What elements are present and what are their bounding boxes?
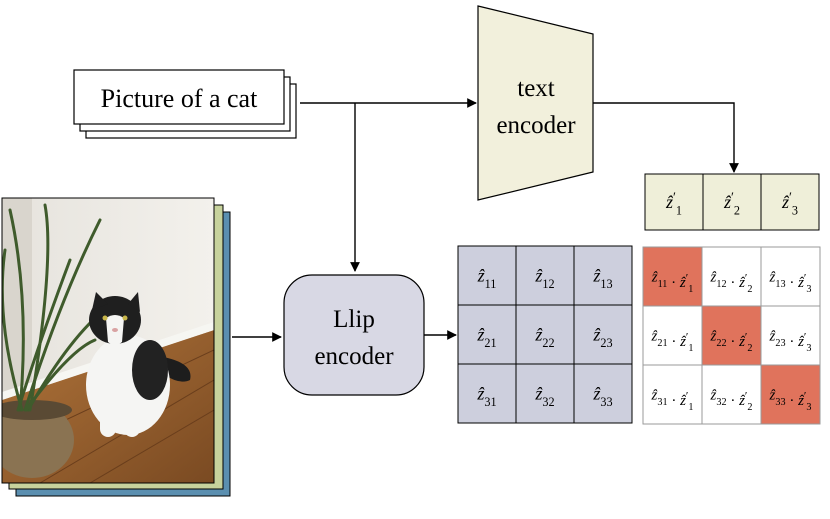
similarity-cell [701,246,762,307]
similarity-label: ẑ11 · ẑ′1 [651,270,694,296]
similarity-label: ẑ13 · ẑ′3 [769,270,812,296]
llip-encoder-label-line2: encoder [314,343,394,370]
similarity-label: ẑ31 · ẑ′1 [651,388,694,414]
image-embedding-cell [457,245,517,306]
image-embedding-label: ẑ33 [592,384,612,409]
image-embedding-cell [573,245,633,306]
image-embedding-cell [515,363,575,424]
image-embedding-cell [515,304,575,365]
image-embedding-label: ẑ21 [476,325,496,350]
similarity-cell [642,364,703,425]
similarity-cell-highlighted [701,305,762,366]
llip-encoder-label-line1: Llip [333,306,375,333]
text-prompt-label: Picture of a cat [101,84,258,113]
image-embedding-cell [573,304,633,365]
similarity-cell-highlighted [760,364,821,425]
similarity-cell [701,364,762,425]
image-embedding-cell [457,363,517,424]
image-embedding-grid: ẑ11 ẑ12 ẑ13 ẑ21 ẑ22 ẑ23 ẑ31 ẑ32 ẑ33 [457,245,633,424]
image-embedding-cell [515,245,575,306]
text-prompt-stack: Picture of a cat [73,69,297,139]
text-embedding-label: ẑ′3 [781,190,798,218]
text-encoder: text encoder [477,5,594,201]
image-embedding-cell [573,363,633,424]
text-encoder-label-line1: text [517,75,555,102]
image-embedding-label: ẑ32 [534,384,554,409]
arrow-text-encoder-to-embeddings [593,102,739,173]
text-embedding-cell [760,173,820,231]
image-embedding-label: ẑ13 [592,266,612,291]
image-embedding-cell [457,304,517,365]
image-embedding-label: ẑ12 [534,266,554,291]
image-embedding-label: ẑ11 [477,266,497,291]
image-stack [1,197,231,497]
similarity-label: ẑ23 · ẑ′3 [769,329,812,355]
image-embedding-label: ẑ23 [592,325,612,350]
similarity-label: ẑ32 · ẑ′2 [710,388,753,414]
image-embedding-label: ẑ22 [534,325,554,350]
image-embedding-label: ẑ31 [476,384,496,409]
similarity-label: ẑ33 · ẑ′3 [769,388,812,414]
similarity-matrix: ẑ11 · ẑ′1 ẑ12 · ẑ′2 ẑ13 · ẑ′3 ẑ21 · … [642,246,821,425]
text-embedding-cell [702,173,762,231]
text-encoder-label-line2: encoder [496,112,576,139]
text-embedding-label: ẑ′2 [723,190,740,218]
similarity-cell-highlighted [642,246,703,307]
similarity-label: ẑ12 · ẑ′2 [710,270,753,296]
llip-encoder: Llip encoder [283,274,425,396]
text-embedding-label: ẑ′1 [665,190,682,218]
text-prompt-card [73,69,285,125]
cat-photo [2,198,214,483]
text-embedding-row: ẑ′1 ẑ′2 ẑ′3 [644,173,820,231]
similarity-label: ẑ22 · ẑ′2 [710,329,753,355]
connectors [232,98,739,342]
similarity-label: ẑ21 · ẑ′1 [651,329,694,355]
similarity-cell [642,305,703,366]
text-embedding-cell [644,173,704,231]
